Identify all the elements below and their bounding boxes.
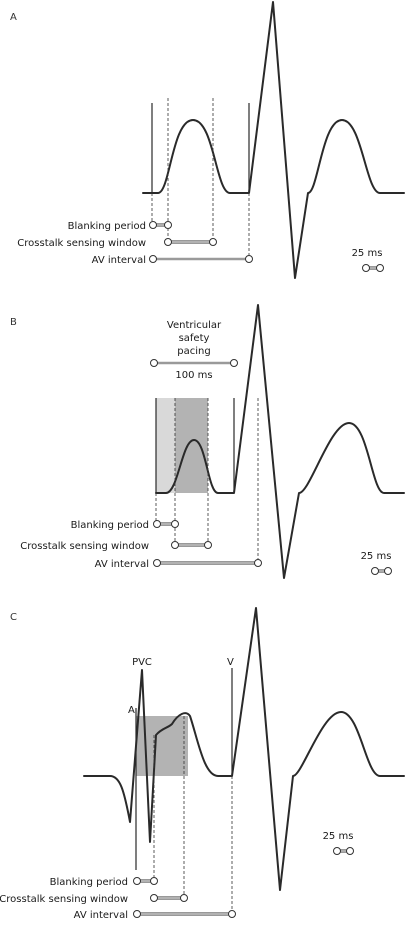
panel-b: B Ventricular safety pacing 100 ms Blank… bbox=[10, 304, 405, 579]
av-interval-label: AV interval bbox=[92, 255, 146, 266]
panel-letter-b: B bbox=[10, 317, 17, 328]
ecg-trace-a bbox=[142, 1, 405, 279]
av-interval-label: AV interval bbox=[95, 559, 149, 570]
safety-pacing-label: Ventricular bbox=[167, 320, 222, 331]
crosstalk-sensing-window-label: Crosstalk sensing window bbox=[17, 238, 146, 249]
scale-label: 25 ms bbox=[361, 551, 392, 562]
blanking-period-label: Blanking period bbox=[71, 520, 149, 531]
ventricular-label: V bbox=[227, 657, 234, 668]
crosstalk-window-shade bbox=[175, 398, 208, 493]
pvc-label: PVC bbox=[132, 657, 152, 668]
safety-pacing-label: safety bbox=[179, 333, 210, 344]
ecg-trace-b bbox=[155, 304, 405, 579]
panel-letter-c: C bbox=[10, 612, 17, 623]
panel-letter-a: A bbox=[10, 12, 17, 23]
blanking-period-label: Blanking period bbox=[50, 877, 128, 888]
atrial-label: A bbox=[128, 705, 135, 716]
ecg-trace-c bbox=[83, 607, 405, 891]
scale-label: 25 ms bbox=[352, 248, 383, 259]
panel-c: C PVC A V Blanking period Crosstalk sens… bbox=[0, 607, 405, 921]
panel-a: A Blanking period Crosstalk sensing wind… bbox=[10, 1, 405, 279]
safety-pacing-label: pacing bbox=[177, 346, 210, 357]
scale-label: 25 ms bbox=[323, 831, 354, 842]
crosstalk-sensing-window-label: Crosstalk sensing window bbox=[20, 541, 149, 552]
av-interval-label: AV interval bbox=[74, 910, 128, 921]
blanking-period-shade bbox=[156, 398, 175, 493]
blanking-period-label: Blanking period bbox=[68, 221, 146, 232]
safety-pacing-value: 100 ms bbox=[175, 370, 212, 381]
crosstalk-sensing-window-label: Crosstalk sensing window bbox=[0, 894, 128, 905]
